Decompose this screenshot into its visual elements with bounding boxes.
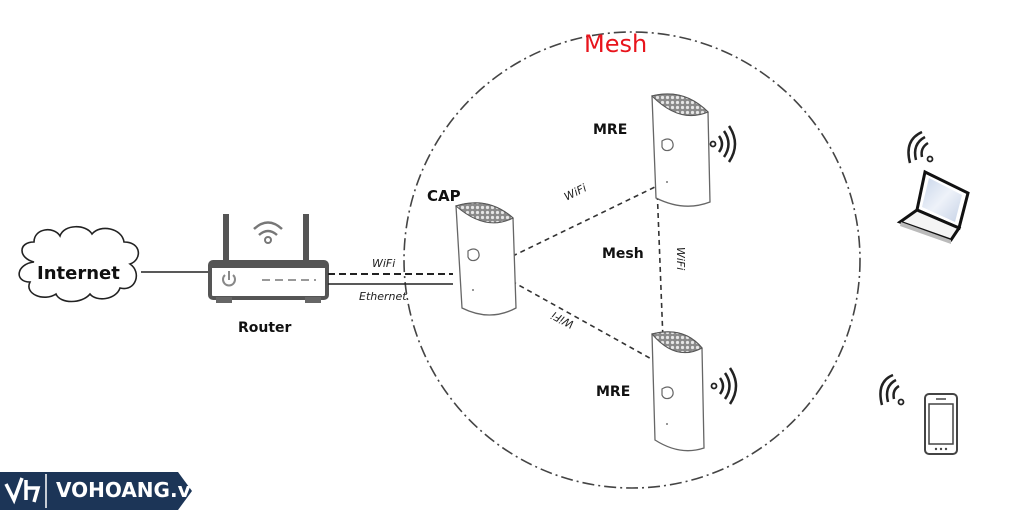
router-label: Router (238, 320, 292, 336)
mre-top-label: MRE (593, 122, 628, 138)
router-icon (208, 214, 329, 303)
router-cap-wifi-label: WiFi (372, 257, 396, 270)
mre-bottom-device-icon (651, 331, 705, 452)
mre-top-device-icon (651, 93, 711, 207)
wifi-signal-icon (879, 373, 905, 406)
brand-banner (0, 472, 192, 510)
cap-mre-top-link (487, 185, 658, 269)
brand-name: VOHOANG.vn (56, 478, 205, 502)
laptop-icon (896, 169, 970, 244)
router-cap-ethernet-label: Ethernet (359, 290, 407, 303)
mesh-zone-title: Mesh (584, 30, 648, 58)
mre-bottom-label: MRE (596, 384, 631, 400)
mesh-zone-boundary (403, 31, 861, 489)
wifi-signal-icon (907, 130, 934, 164)
brand-logo-icon (4, 477, 41, 505)
mre-mre-link (656, 185, 665, 367)
mre-mre-wifi-label: WiFi (674, 247, 687, 271)
cloud-icon (18, 225, 140, 303)
cap-label: CAP (427, 187, 461, 205)
wifi-signal-icon (710, 367, 738, 405)
cap-mre-bottom-link (487, 267, 665, 367)
internet-label: Internet (37, 263, 120, 284)
wifi-signal-icon (709, 125, 737, 163)
smartphone-icon (924, 393, 958, 455)
mesh-center-label: Mesh (602, 246, 644, 262)
cap-device-icon (454, 202, 517, 316)
